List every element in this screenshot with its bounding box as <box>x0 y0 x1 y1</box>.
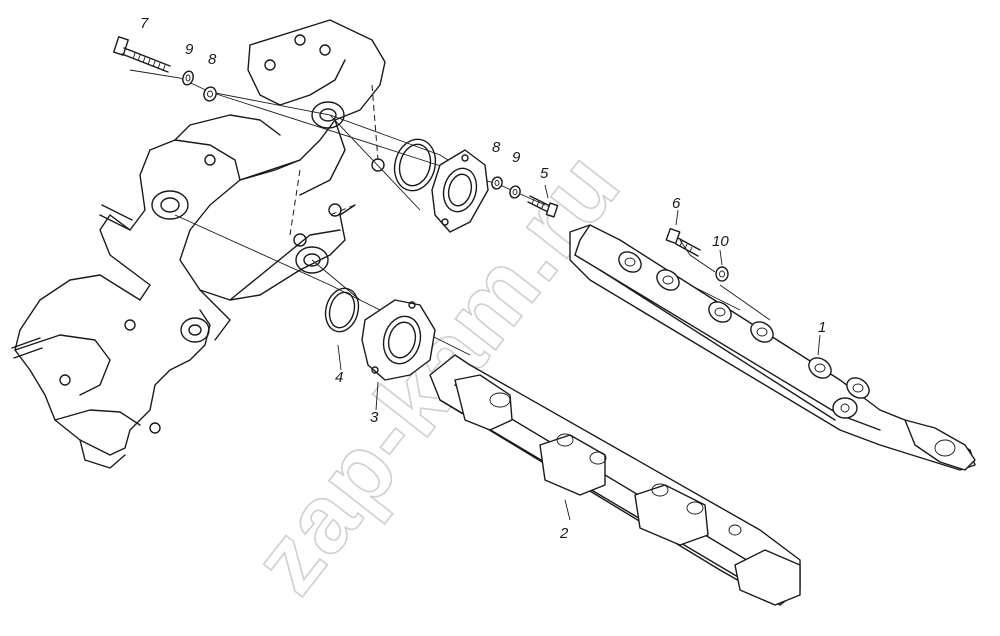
callout-10: 10 <box>712 233 729 250</box>
bolt-5-assembly <box>491 176 559 218</box>
lower-seal-and-flange <box>324 287 436 381</box>
callout-4: 4 <box>335 369 343 386</box>
callout-2: 2 <box>559 525 569 542</box>
bolt-7-assembly <box>113 36 217 102</box>
callout-3: 3 <box>370 409 379 426</box>
upper-seal-and-flange <box>393 138 489 233</box>
callout-labels: 7 9 8 8 9 5 6 10 1 4 3 2 <box>140 15 826 542</box>
assembly-axes <box>129 69 771 356</box>
callout-1: 1 <box>818 319 826 336</box>
callout-9-right: 9 <box>512 149 521 166</box>
housing-casting <box>11 19 386 469</box>
callout-8-right: 8 <box>492 139 501 156</box>
callout-8-top: 8 <box>208 51 217 68</box>
bolt-6-assembly <box>665 227 729 282</box>
callout-5: 5 <box>540 165 549 182</box>
callout-7: 7 <box>140 15 149 32</box>
callout-9-top: 9 <box>185 41 194 58</box>
callout-6: 6 <box>672 195 681 212</box>
manifold-2 <box>429 354 801 606</box>
manifold-1 <box>569 224 976 471</box>
leader-lines <box>337 184 821 521</box>
